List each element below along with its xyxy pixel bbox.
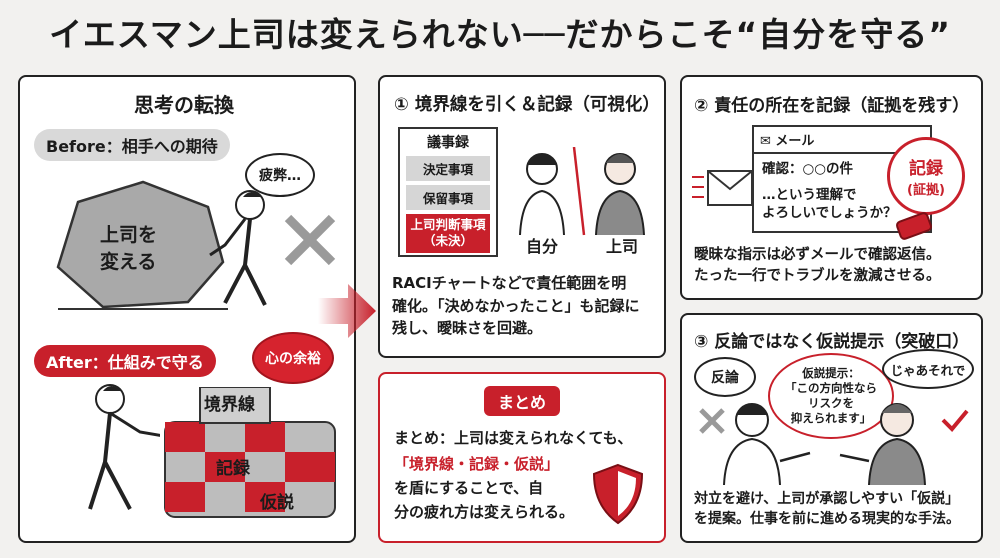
- record-body: 曖昧な指示は必ずメールで確認返信。 たった一行でトラブルを激減させる。: [694, 245, 941, 287]
- boundary-body: RACIチャートなどで責任範囲を明 確化。「決めなかったこと」も記録に 残し、曖…: [392, 272, 640, 340]
- boulder-illustration: [56, 180, 228, 310]
- mindset-heading: 思考の転換: [134, 93, 234, 117]
- mail-icon: ✉: [760, 134, 776, 149]
- after-label: After：仕組みで守る: [34, 345, 216, 377]
- shield-wall-illustration: [164, 387, 336, 518]
- discussion-people-icon: [723, 403, 926, 485]
- email-body-line-2: よろしいでしょうか？: [762, 205, 897, 222]
- boundary-heading: ① 境界線を引く＆記録（可視化）: [394, 95, 660, 115]
- page-title: イエスマン上司は変えられない──だからこそ“自分を守る”: [49, 15, 951, 54]
- hypothesis-body: 対立を避け、上司が承認しやすい「仮説」 を提案。仕事を前に進める現実的な手法。: [694, 489, 960, 530]
- minutes-row-boss-decision: 上司判断事項（未決）: [406, 214, 490, 253]
- minutes-document: 議事録 決定事項 保留事項 上司判断事項（未決）: [398, 127, 498, 257]
- objection-bubble: 反論: [694, 357, 756, 397]
- wall-label-boundary: 境界線: [204, 395, 255, 415]
- minutes-row-pending: 保留事項: [406, 185, 490, 210]
- boundary-body-line: RACIチャートなどで責任範囲を明: [392, 274, 627, 292]
- hypothesis-line: 「この方向性なら: [785, 381, 877, 396]
- email-subject: 確認：○○の件: [762, 161, 854, 177]
- before-label: Before：相手への期待: [34, 129, 230, 161]
- boss-label: 上司: [606, 237, 639, 256]
- summary-line-2: 「境界線・記録・仮説」: [394, 455, 560, 473]
- record-stamp: 記録 (証拠): [887, 137, 965, 215]
- record-body-line: たった一行でトラブルを激減させる。: [694, 268, 941, 285]
- pushing-person-icon: [209, 190, 267, 306]
- hypothesis-heading: ③ 反論ではなく仮説提示（突破口）: [694, 332, 970, 352]
- wall-label-record: 記録: [216, 459, 250, 479]
- self-label: 自分: [526, 237, 559, 256]
- self-and-boss-icon: [519, 147, 645, 236]
- boulder-text-1: 上司を: [100, 224, 158, 246]
- boundary-panel: ① 境界線を引く＆記録（可視化） 議事録 決定事項 保留事項 上司判断事項（未決…: [378, 75, 666, 358]
- hypothesis-body-line: を提案。仕事を前に進める現実的な手法。: [694, 511, 960, 528]
- record-body-line: 曖昧な指示は必ずメールで確認返信。: [694, 247, 941, 263]
- transition-arrow-icon: [318, 284, 376, 338]
- boundary-body-line: 残し、曖昧さを回避。: [392, 319, 543, 337]
- summary-line-4: 分の疲れ方は変えられる。: [394, 503, 575, 521]
- record-heading: ② 責任の所在を記録（証拠を残す）: [694, 96, 970, 116]
- stamp-text: 記録: [909, 159, 943, 179]
- hypothesis-line: 仮説提示：: [802, 366, 860, 381]
- mindset-panel: 思考の転換 Before：相手への期待 上司を 変える 疲弊… After：仕組…: [18, 75, 356, 543]
- summary-line-3: を盾にすることで、自: [394, 479, 544, 497]
- email-window: ✉ メール 確認：○○の件 …という理解で よろしいでしょうか？: [752, 125, 932, 233]
- boulder-text-2: 変える: [100, 251, 157, 273]
- email-body-line-1: …という理解で: [762, 187, 857, 204]
- envelope-icon: [692, 170, 753, 206]
- hypothesis-panel: ③ 反論ではなく仮説提示（突破口） 反論 仮説提示： 「この方向性なら リスクを…: [680, 313, 983, 543]
- email-header-text: メール: [775, 134, 815, 149]
- hypothesis-line: 抑えられます」: [790, 410, 872, 425]
- stamp-handle-icon: [896, 212, 932, 240]
- hypothesis-body-line: 対立を避け、上司が承認しやすい「仮説」: [694, 491, 960, 507]
- hypothesis-bubble: 仮説提示： 「この方向性なら リスクを 抑えられます」: [768, 353, 894, 439]
- summary-label: まとめ: [484, 386, 561, 416]
- shield-icon: [592, 463, 644, 525]
- exhausted-bubble: 疲弊…: [245, 153, 315, 197]
- email-header: ✉ メール: [754, 127, 930, 154]
- stamp-subtext: (証拠): [907, 183, 945, 198]
- boundary-body-line: 確化。「決めなかったこと」も記録に: [392, 296, 640, 315]
- relief-bubble: 心の余裕: [252, 332, 334, 384]
- check-icon: [941, 409, 969, 432]
- reject-cross-icon: [699, 408, 725, 434]
- cross-icon: [284, 214, 336, 266]
- summary-line-1: まとめ：上司は変えられなくても、: [394, 429, 633, 447]
- record-panel: ② 責任の所在を記録（証拠を残す） ✉ メール 確認：○○の件 …という理解で …: [680, 75, 983, 300]
- approval-bubble: じゃあそれで: [882, 349, 974, 389]
- minutes-row-decided: 決定事項: [406, 156, 490, 181]
- undecided-text: （未決）: [422, 233, 473, 249]
- wall-pusher-icon: [88, 384, 160, 510]
- boss-decision-text: 上司判断事項: [410, 217, 486, 232]
- wall-label-hypothesis: 仮説: [260, 493, 294, 513]
- hypothesis-line: リスクを: [808, 396, 854, 410]
- minutes-title: 議事録: [427, 135, 469, 151]
- summary-panel: まとめ まとめ：上司は変えられなくても、 「境界線・記録・仮説」 を盾にすること…: [378, 372, 666, 543]
